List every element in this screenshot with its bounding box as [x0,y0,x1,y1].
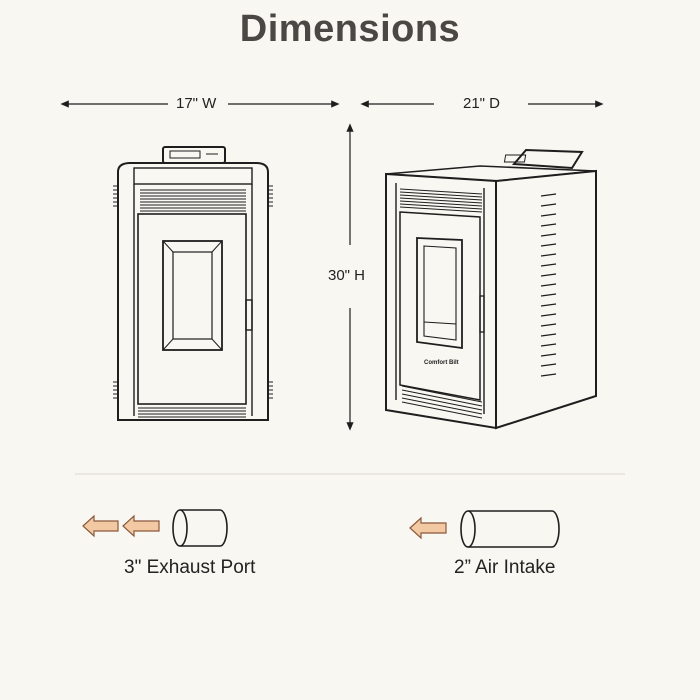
depth-label: 21" D [463,95,501,112]
width-label: 17" W [176,95,217,112]
intake-arrow-icon [409,516,447,540]
stove-front-view [113,146,273,421]
stove-perspective-view [385,148,597,430]
exhaust-arrow-icon [82,514,160,538]
intake-pipe-icon [460,510,560,548]
exhaust-pipe-icon [172,509,228,547]
exhaust-port-label: 3" Exhaust Port [124,557,256,578]
height-label: 30" H [328,267,366,284]
page-title: Dimensions [239,8,461,50]
air-intake-label: 2” Air Intake [454,557,556,578]
brand-mark: Comfort Bilt [424,360,459,366]
